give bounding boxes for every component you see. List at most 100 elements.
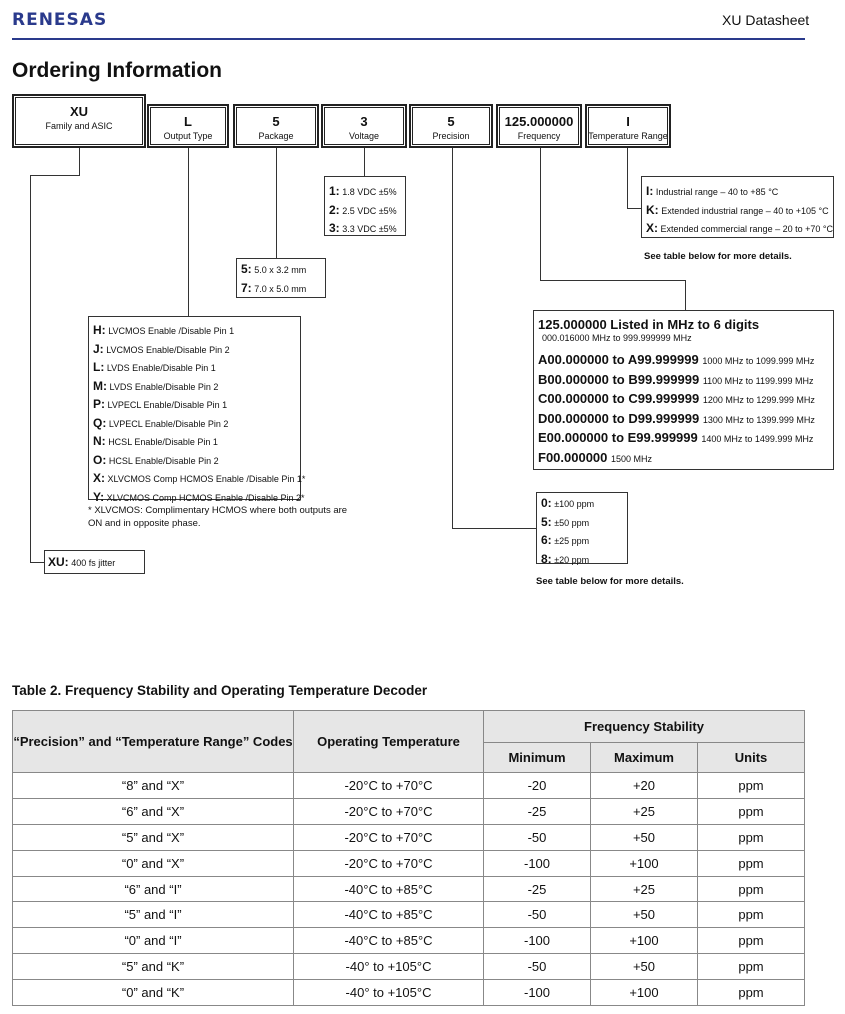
cell-minimum: -25 <box>483 797 591 825</box>
code-label: Precision <box>432 131 470 141</box>
cell-units: ppm <box>697 979 805 1007</box>
connector-line <box>30 562 44 563</box>
page-title: Ordering Information <box>12 59 222 82</box>
connector-line <box>188 148 189 316</box>
cell-minimum: -50 <box>483 953 591 981</box>
code-value: L <box>184 114 192 129</box>
cell-codes: “5” and “I” <box>12 901 294 929</box>
cell-maximum: +50 <box>590 823 698 851</box>
code-value: I <box>626 114 630 129</box>
connector-line <box>30 175 31 563</box>
header-codes: “Precision” and “Temperature Range” Code… <box>12 710 294 773</box>
cell-minimum: -100 <box>483 979 591 1007</box>
option-item: 3: 3.3 VDC ±5% <box>329 221 397 235</box>
cell-units: ppm <box>697 953 805 981</box>
header-minimum: Minimum <box>483 742 591 773</box>
cell-minimum: -50 <box>483 901 591 929</box>
frequency-range-item: F00.000000 1500 MHz <box>538 449 653 465</box>
option-item: 8: ±20 ppm <box>541 551 590 566</box>
code-box-family: XU Family and ASIC <box>12 94 146 148</box>
cell-temperature: -20°C to +70°C <box>293 772 484 799</box>
cell-codes: “0” and “X” <box>12 849 294 877</box>
connector-line <box>30 175 80 176</box>
option-item: Q: LVPECL Enable/Disable Pin 2 <box>93 415 229 430</box>
temperature-options-box: I: Industrial range – 40 to +85 °C K: Ex… <box>641 176 834 238</box>
option-item: H: LVCMOS Enable /Disable Pin 1 <box>93 323 235 337</box>
output-type-options-box: H: LVCMOS Enable /Disable Pin 1 J: LVCMO… <box>88 316 306 504</box>
code-label: Output Type <box>163 131 213 141</box>
code-box-output-type: L Output Type <box>147 104 229 148</box>
temperature-note: See table below for more details. <box>644 251 792 262</box>
option-item: 5: ±50 ppm <box>541 514 590 529</box>
frequency-range-item: D00.000000 to D99.999999 1300 MHz to 139… <box>538 410 815 426</box>
frequency-range-item: E00.000000 to E99.999999 1400 MHz to 149… <box>538 430 814 445</box>
frequency-range-note: 000.016000 MHz to 999.999999 MHz <box>542 333 692 343</box>
cell-minimum: -50 <box>483 823 591 851</box>
connector-line <box>452 528 536 529</box>
option-item: X: Extended commercial range – 20 to +70… <box>646 221 833 235</box>
code-label: Family and ASIC <box>45 121 113 131</box>
code-label: Package <box>258 131 294 141</box>
cell-temperature: -20°C to +70°C <box>293 823 484 851</box>
connector-line <box>364 148 365 176</box>
option-item: 5: 5.0 x 3.2 mm <box>241 262 307 276</box>
code-box-voltage: 3 Voltage <box>321 104 407 148</box>
document-name: XU Datasheet <box>722 12 810 28</box>
code-box-precision: 5 Precision <box>409 104 493 148</box>
cell-temperature: -40°C to +85°C <box>293 927 484 955</box>
code-label: Temperature Range <box>588 131 668 141</box>
option-item: I: Industrial range – 40 to +85 °C <box>646 184 779 198</box>
cell-temperature: -20°C to +70°C <box>293 849 484 877</box>
cell-codes: “5” and “X” <box>12 823 294 851</box>
cell-temperature: -40° to +105°C <box>293 979 484 1007</box>
cell-codes: “6” and “I” <box>12 875 294 903</box>
code-label: Voltage <box>348 131 380 141</box>
cell-maximum: +100 <box>590 927 698 955</box>
cell-units: ppm <box>697 849 805 877</box>
code-box-frequency: 125.000000 Frequency <box>496 104 582 148</box>
header-operating-temperature: Operating Temperature <box>293 710 484 773</box>
cell-minimum: -25 <box>483 875 591 903</box>
option-item: O: HCSL Enable/Disable Pin 2 <box>93 452 219 467</box>
header-maximum: Maximum <box>590 742 698 773</box>
output-type-note: * XLVCMOS: Complimentary HCMOS where bot… <box>88 505 348 529</box>
renesas-logo: RENESAS <box>12 10 108 30</box>
frequency-range-item: B00.000000 to B99.999999 1100 MHz to 119… <box>538 371 814 387</box>
precision-options-box: 0: ±100 ppm 5: ±50 ppm 6: ±25 ppm 8: ±20… <box>536 492 628 566</box>
frequency-options-box: 125.000000 Listed in MHz to 6 digits 000… <box>533 310 834 470</box>
option-item: M: LVDS Enable/Disable Pin 2 <box>93 378 219 393</box>
cell-maximum: +20 <box>590 772 698 799</box>
cell-codes: “6” and “X” <box>12 797 294 825</box>
connector-line <box>627 148 628 208</box>
connector-line <box>540 280 685 281</box>
header-units: Units <box>697 742 805 773</box>
cell-units: ppm <box>697 797 805 825</box>
option-item: X: XLVCMOS Comp HCMOS Enable /Disable Pi… <box>93 471 306 485</box>
cell-temperature: -40°C to +85°C <box>293 901 484 929</box>
option-item: Y: XLVCMOS Comp HCMOS Enable /Disable Pi… <box>93 489 305 504</box>
option-item: P: LVPECL Enable/Disable Pin 1 <box>93 397 228 411</box>
frequency-range-item: C00.000000 to C99.999999 1200 MHz to 129… <box>538 391 815 406</box>
option-item: 1: 1.8 VDC ±5% <box>329 184 397 198</box>
connector-line <box>685 280 686 310</box>
code-value: XU <box>69 104 89 119</box>
connector-line <box>452 148 453 528</box>
cell-codes: “8” and “X” <box>12 772 294 799</box>
cell-temperature: -40° to +105°C <box>293 953 484 981</box>
precision-note: See table below for more details. <box>536 576 684 587</box>
code-value: 5 <box>447 114 455 129</box>
cell-temperature: -40°C to +85°C <box>293 875 484 903</box>
cell-maximum: +100 <box>590 979 698 1007</box>
frequency-heading: 125.000000 Listed in MHz to 6 digits <box>538 317 760 332</box>
option-item: K: Extended industrial range – 40 to +10… <box>646 202 829 217</box>
cell-units: ppm <box>697 927 805 955</box>
cell-units: ppm <box>697 875 805 903</box>
option-item: J: LVCMOS Enable/Disable Pin 2 <box>93 341 230 356</box>
voltage-options-box: 1: 1.8 VDC ±5% 2: 2.5 VDC ±5% 3: 3.3 VDC… <box>324 176 406 236</box>
